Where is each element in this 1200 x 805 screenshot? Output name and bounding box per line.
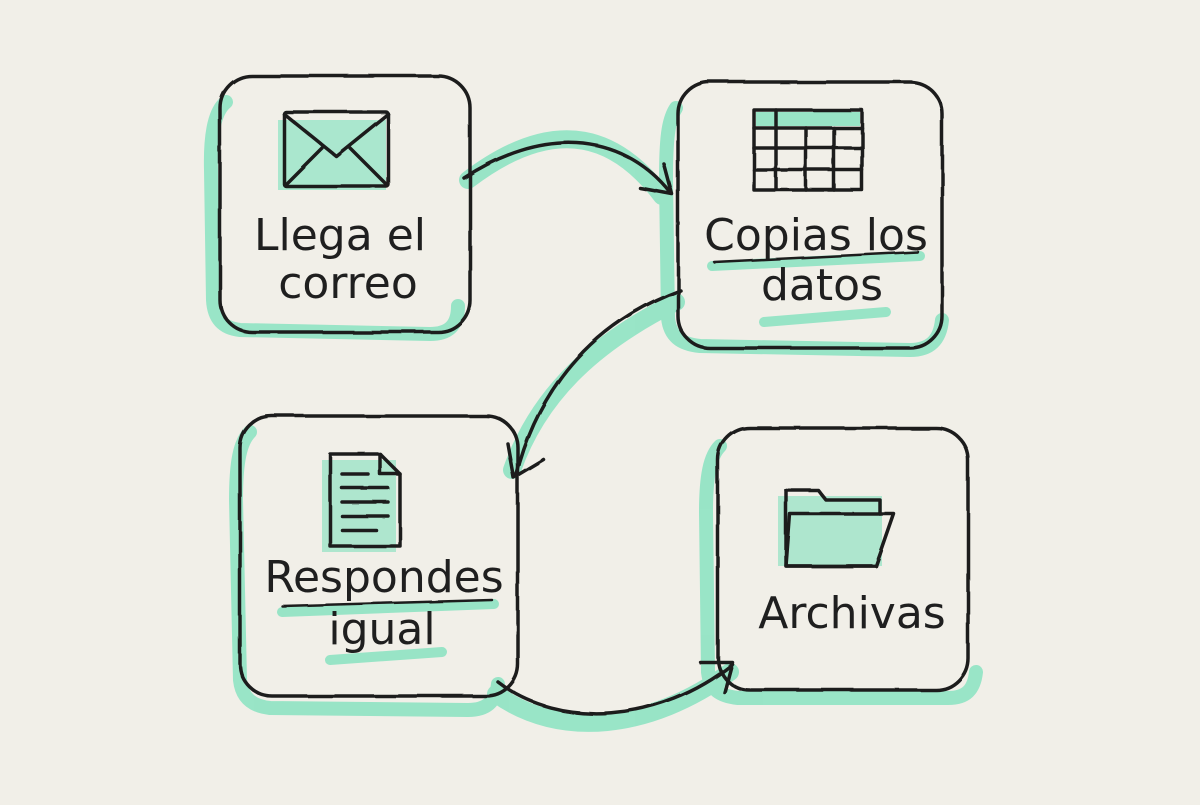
box-highlight-2 <box>659 101 949 357</box>
step-box-1 <box>218 74 472 334</box>
spreadsheet-icon <box>752 108 864 192</box>
arrow-2-to-3-head <box>506 442 546 480</box>
underline-highlight-copias <box>707 251 925 271</box>
step-4-label: Archivas <box>758 588 945 639</box>
step-box-4 <box>716 426 970 692</box>
step-1-label-line1: Llega el <box>254 210 426 261</box>
arrow-highlight-3 <box>487 663 739 732</box>
arrow-highlight-2 <box>503 293 685 479</box>
step-labels: Llega el correo Copias los datos Respond… <box>254 210 946 655</box>
arrow-3-to-4 <box>496 662 734 715</box>
folder-icon-highlight <box>778 496 882 566</box>
document-icon <box>328 452 402 548</box>
step-1-label-line2: correo <box>278 258 418 309</box>
arrow-3-to-4-head <box>698 660 734 694</box>
arrow-1-to-2-head <box>638 162 674 196</box>
underline-copias <box>712 250 920 264</box>
sheet-header-highlight <box>756 112 860 126</box>
envelope-icon <box>282 110 390 188</box>
underline-respondes <box>280 598 494 608</box>
arrow-1-to-2 <box>462 141 672 194</box>
step-3-label-line1: Respondes <box>264 552 503 603</box>
ink-layer <box>218 74 970 715</box>
folder-icon <box>784 488 896 568</box>
underline-highlight-igual <box>325 647 447 665</box>
step-box-3 <box>238 414 520 698</box>
underline-highlight-respondes <box>277 599 499 617</box>
step-box-2 <box>676 80 944 350</box>
arrow-2-to-3 <box>514 288 682 478</box>
step-2-label-line2: datos <box>761 260 883 311</box>
step-3-label-line2: igual <box>328 604 435 655</box>
underline-highlight-datos <box>759 307 891 327</box>
step-2-label-line1: Copias los <box>704 210 928 261</box>
